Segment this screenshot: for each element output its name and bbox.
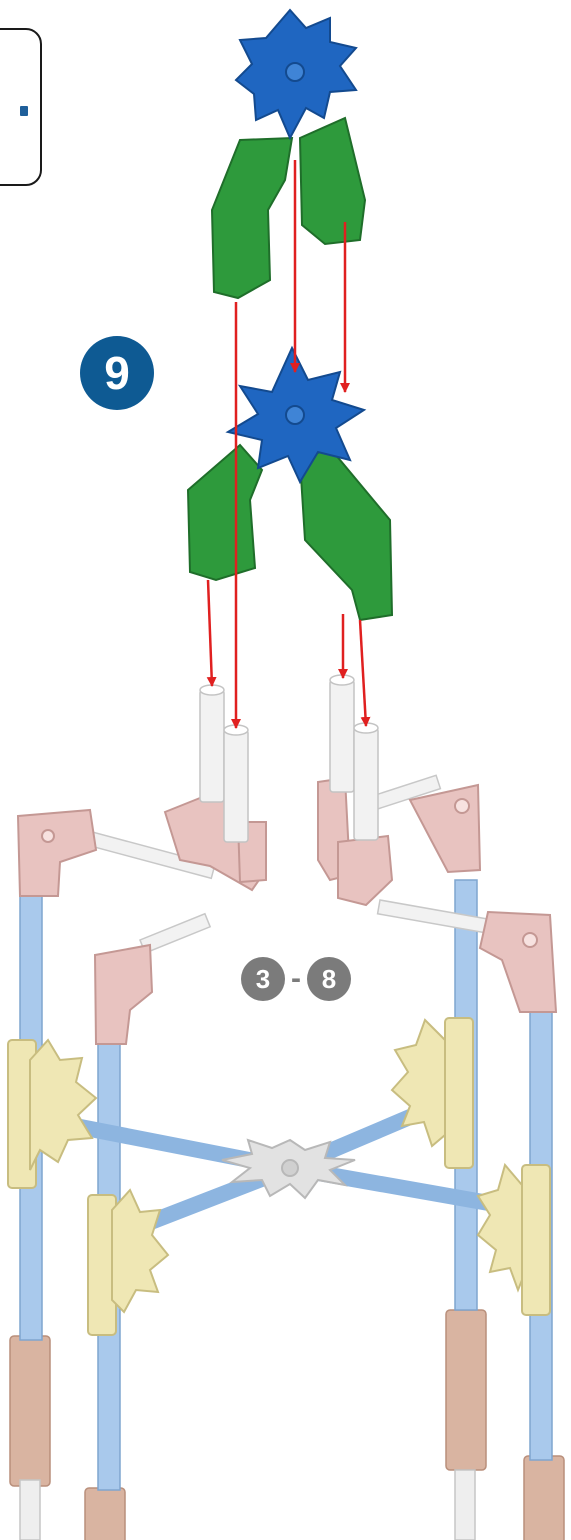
range-separator: - bbox=[291, 957, 301, 1001]
lower-assembly bbox=[188, 348, 392, 620]
range-start-badge: 3 bbox=[241, 957, 285, 1001]
previous-structure bbox=[8, 675, 564, 1540]
step-number-badge: 9 bbox=[80, 336, 154, 410]
previous-steps-range: 3 - 8 bbox=[241, 956, 351, 1002]
upper-assembly bbox=[212, 10, 365, 298]
white-vertical-rods bbox=[200, 675, 378, 842]
tan-rods bbox=[10, 1310, 564, 1540]
range-end-badge: 8 bbox=[307, 957, 351, 1001]
